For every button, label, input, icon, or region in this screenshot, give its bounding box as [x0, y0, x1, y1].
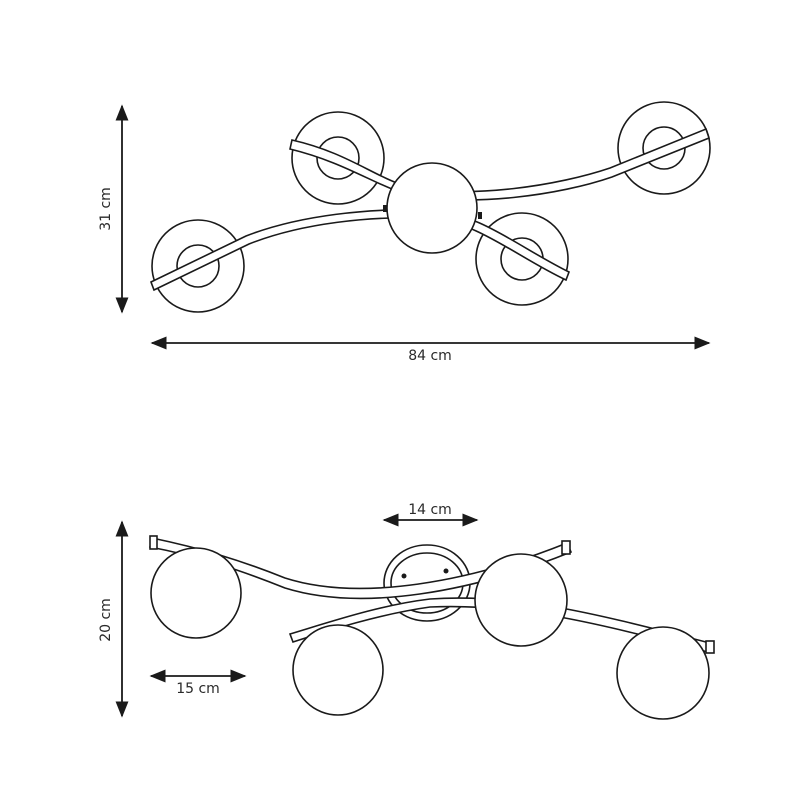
globe-front-left: [292, 624, 384, 716]
disc-front-left: [151, 219, 245, 313]
height-label-side: 20 cm: [98, 598, 114, 642]
side-bar-back: [149, 537, 573, 600]
central-globe: [386, 162, 478, 254]
globe-back-left: [150, 547, 242, 639]
canopy-dimension: 14 cm: [382, 502, 479, 527]
height-dimension-side: 20 cm: [98, 520, 129, 718]
globe-front-right: [616, 626, 710, 720]
bar-front: [149, 208, 571, 292]
disc-back-left: [291, 111, 385, 205]
side-view: 20 cm 14 cm 15 cm: [98, 502, 715, 720]
canopy-label: 14 cm: [408, 502, 452, 518]
bar-back: [289, 127, 710, 201]
width-label-top: 84 cm: [408, 348, 452, 364]
globe-dimension: 15 cm: [149, 669, 247, 697]
width-dimension-top: 84 cm: [150, 336, 711, 364]
disc-front-right: [475, 212, 569, 306]
height-dimension-top: 31 cm: [98, 104, 129, 314]
top-view: 31 cm 84 cm: [98, 101, 711, 364]
height-label-top: 31 cm: [98, 187, 114, 231]
globe-label: 15 cm: [176, 681, 220, 697]
globe-back-right: [474, 553, 568, 647]
